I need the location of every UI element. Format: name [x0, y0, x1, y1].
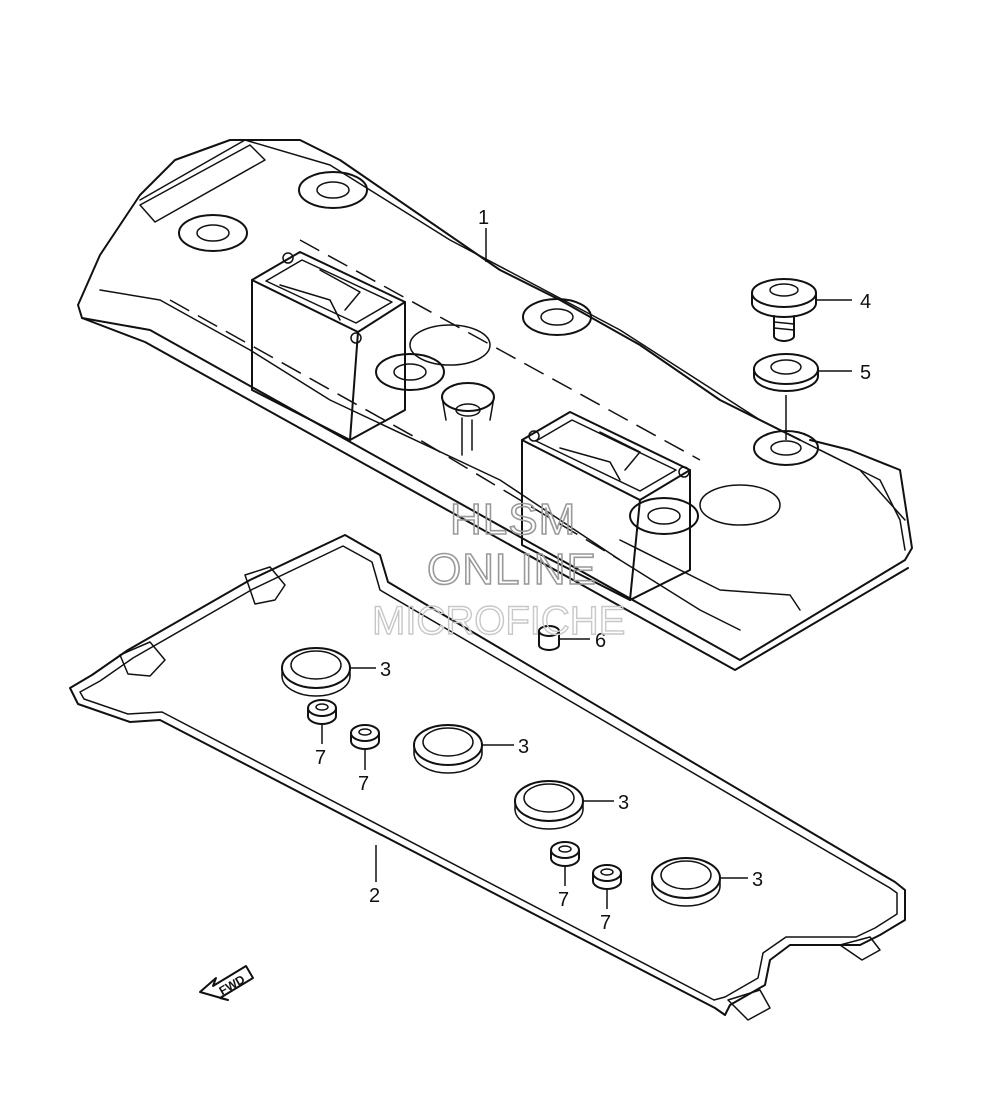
callout-3b: 3 — [518, 736, 529, 758]
callout-3d: 3 — [752, 869, 763, 891]
cylinder-head-cover — [77, 139, 913, 671]
callout-2: 2 — [369, 885, 380, 907]
callout-3c: 3 — [618, 792, 629, 814]
callout-1: 1 — [478, 207, 489, 229]
forward-direction-arrow: FWD — [199, 965, 254, 1001]
cover-bolt-boss-1 — [298, 171, 368, 209]
watermark-line-3: MICROFICHE — [372, 599, 625, 643]
small-seal-b — [350, 724, 380, 770]
callout-5: 5 — [860, 362, 871, 384]
plug-seal-3 — [514, 780, 614, 830]
oil-filler-neck — [441, 382, 495, 456]
dowel-pin — [538, 625, 590, 651]
cover-washer — [753, 353, 852, 440]
cover-bolt-boss-4 — [375, 353, 445, 391]
callout-6: 6 — [595, 630, 606, 652]
callout-7b: 7 — [358, 773, 369, 795]
watermark-line-2: ONLINE — [427, 545, 597, 594]
cover-bolt — [751, 278, 852, 342]
watermark-line-1: HLSM — [450, 495, 576, 544]
plug-seal-2 — [413, 724, 514, 774]
fwd-label: FWD — [217, 972, 248, 998]
callout-7a: 7 — [315, 747, 326, 769]
small-seal-d — [592, 864, 622, 909]
head-cover-gasket — [69, 534, 906, 1021]
cover-bolt-boss-2 — [178, 214, 248, 252]
cover-bolt-boss-3 — [522, 298, 592, 336]
callout-7c: 7 — [558, 889, 569, 911]
breather-box-2 — [521, 411, 691, 601]
callout-4: 4 — [860, 291, 871, 313]
small-seal-a — [307, 699, 337, 744]
watermark: HLSM ONLINE MICROFICHE — [371, 494, 626, 644]
callout-7d: 7 — [600, 912, 611, 934]
small-seal-c — [550, 841, 580, 886]
plug-seal-4 — [651, 857, 748, 907]
plug-seal-1 — [281, 647, 376, 697]
cover-bolt-boss-6 — [629, 497, 699, 535]
breather-box-1 — [251, 251, 406, 441]
callout-3a: 3 — [380, 659, 391, 681]
